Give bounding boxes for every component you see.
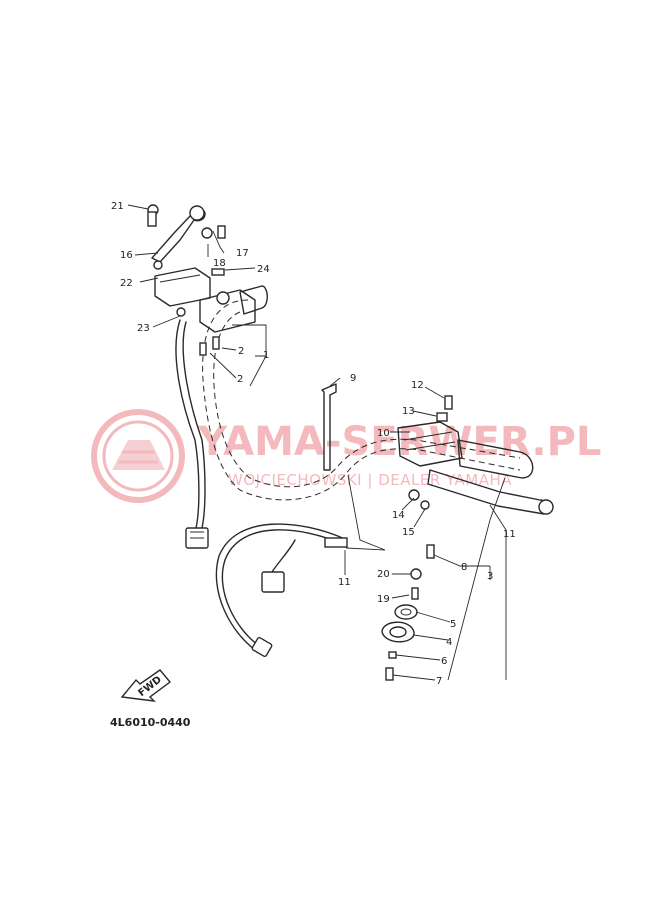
callout-4: 4 [446, 637, 452, 648]
callout-2a: 2 [238, 346, 244, 357]
leader-lines [127, 204, 507, 681]
callout-11: 11 [503, 529, 516, 540]
callout-23: 22 [120, 278, 133, 289]
callout-10: 10 [377, 428, 390, 439]
callout-14: 13 [402, 406, 415, 417]
callout-21: 20 [377, 569, 390, 580]
diagram-code: 4L6010-0440 [110, 716, 191, 729]
watermark-logo [91, 409, 185, 503]
callout-5: 5 [450, 619, 456, 630]
callout-15: 14 [392, 510, 405, 521]
handlebar [202, 299, 521, 501]
callout-6: 6 [441, 656, 447, 667]
callout-8: 8 [461, 562, 467, 573]
callout-12: 11 [338, 577, 351, 588]
fwd-arrow-icon: FWD [120, 669, 172, 702]
callout-18: 17 [236, 248, 249, 259]
callout-13: 12 [411, 380, 424, 391]
right-lever-assembly [381, 395, 554, 681]
callout-16: 15 [402, 527, 415, 538]
left-wiring-harness [175, 319, 209, 549]
callout-20: 19 [377, 594, 390, 605]
callout-17: 16 [120, 250, 133, 261]
callout-1: 1 [263, 350, 269, 361]
callout-24: 23 [137, 323, 150, 334]
callout-22: 21 [111, 201, 124, 212]
callout-19: 18 [213, 258, 226, 269]
callouts: 21 16 17 18 24 22 23 2 1 2 9 12 13 10 11… [111, 201, 516, 687]
callout-9: 9 [350, 373, 356, 384]
left-lever-assembly [147, 204, 268, 356]
watermark-subtitle: WOJCIECHOWSKI | DEALER YAMAHA [228, 471, 512, 489]
cable-strap [321, 383, 337, 471]
clutch-cable [215, 523, 348, 658]
callout-2b: 2 [237, 374, 243, 385]
callout-3: 3 [487, 571, 493, 582]
callout-25: 24 [257, 264, 270, 275]
callout-7: 7 [436, 676, 442, 687]
